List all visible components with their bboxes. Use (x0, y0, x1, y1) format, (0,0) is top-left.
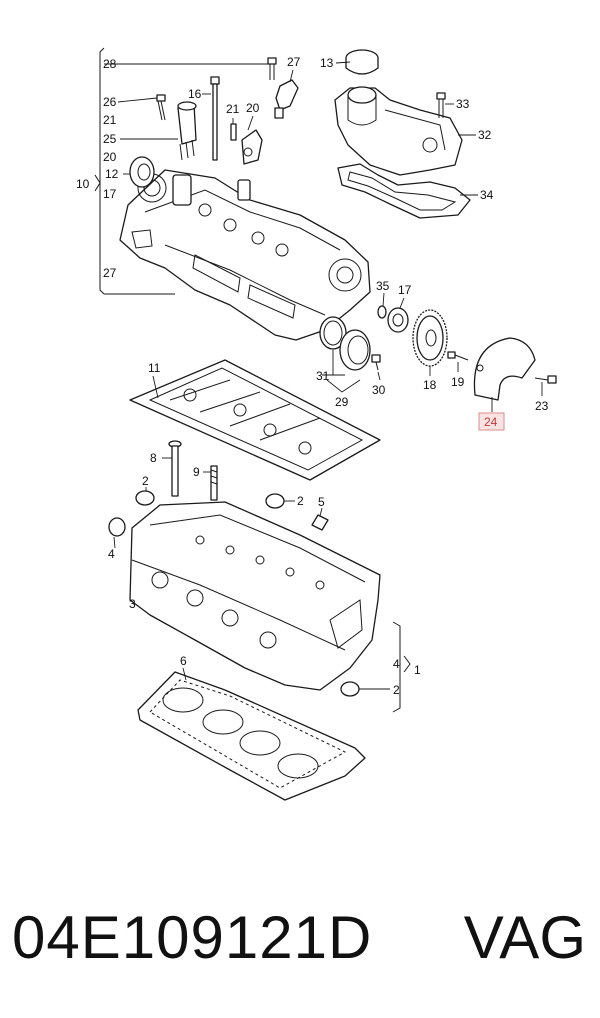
callout-29: 29 (335, 395, 349, 409)
bolt-30 (371, 354, 381, 371)
callout-4: 4 (393, 657, 400, 671)
pin-5 (311, 514, 329, 531)
plug-2-bottom (340, 681, 360, 697)
camshaft-sprocket-18 (412, 309, 448, 367)
callout-16: 16 (188, 87, 202, 101)
cylinder-head (129, 501, 381, 691)
sprocket-cover-24 (473, 337, 536, 401)
callout-13: 13 (320, 56, 334, 70)
oring-35 (377, 305, 387, 319)
plug-4-left (108, 517, 126, 537)
callout-28: 28 (103, 57, 117, 71)
callout-33: 33 (456, 97, 470, 111)
seal-ring-31 (319, 316, 347, 350)
callout-18: 18 (423, 378, 437, 392)
callout-2: 2 (142, 474, 149, 488)
callout-1: 1 (414, 663, 421, 677)
callout-27: 27 (103, 266, 117, 280)
breather-housing-32 (334, 86, 463, 176)
callout-23: 23 (535, 399, 549, 413)
bolt-28 (267, 57, 277, 80)
highlight-box-24 (478, 412, 505, 431)
callout-3: 3 (129, 597, 136, 611)
caption-bar: 04E109121D VAG (0, 898, 600, 978)
brand-name: VAG (463, 904, 586, 971)
plug-2-left (135, 490, 155, 506)
callout-6: 6 (180, 654, 187, 668)
callout-27: 27 (287, 55, 301, 69)
callout-17: 17 (398, 283, 412, 297)
callout-2: 2 (297, 494, 304, 508)
callout-26: 26 (103, 95, 117, 109)
group-bracket-1 (392, 621, 411, 713)
callout-20: 20 (246, 101, 260, 115)
bolt-33 (436, 92, 446, 118)
callout-12: 12 (105, 167, 119, 181)
callout-2: 2 (393, 683, 400, 697)
callout-10: 10 (76, 177, 90, 191)
callout-24-highlighted: 24 (484, 415, 498, 429)
bolt-23 (534, 375, 557, 384)
callout-21: 21 (103, 113, 117, 127)
oil-seal-12 (129, 156, 155, 188)
oil-seal-17 (387, 307, 409, 333)
callout-19: 19 (451, 375, 465, 389)
callout-32: 32 (478, 128, 492, 142)
camshaft-housing-assembly (119, 169, 371, 341)
callout-31: 31 (316, 369, 330, 383)
oil-filler-cap-13 (345, 49, 379, 75)
callout-30: 30 (372, 383, 386, 397)
stud-9 (210, 465, 218, 501)
temp-sensor-27 (274, 79, 299, 119)
exploded-parts-diagram: 28 26 21 25 20 12 10 17 27 16 21 20 27 1… (76, 47, 557, 801)
callout-5: 5 (318, 495, 325, 509)
callout-9: 9 (193, 465, 200, 479)
bolt-19 (447, 351, 469, 361)
cover-29 (339, 329, 371, 371)
callout-21: 21 (226, 102, 240, 116)
gasket-11 (129, 359, 381, 481)
hall-sender-21-20 (230, 123, 263, 165)
callout-11: 11 (148, 361, 161, 375)
callout-25: 25 (103, 132, 117, 146)
gasket-34 (337, 163, 471, 219)
part-number: 04E109121D (12, 904, 373, 971)
group-bracket-10 (94, 47, 270, 295)
plug-2-right (265, 493, 285, 509)
bolt-26 (156, 94, 166, 121)
callout-35: 35 (376, 279, 390, 293)
camshaft-adjuster-solenoid (177, 101, 197, 161)
callout-17: 17 (103, 187, 117, 201)
callout-4: 4 (108, 547, 115, 561)
callout-20: 20 (103, 150, 117, 164)
cylinder-head-bolt-8 (168, 440, 182, 497)
callout-34: 34 (480, 188, 494, 202)
leader-lines (113, 61, 543, 690)
callout-8: 8 (150, 451, 157, 465)
head-gasket-6 (137, 671, 366, 801)
callout-labels: 28 26 21 25 20 12 10 17 27 16 21 20 27 1… (76, 55, 549, 697)
bolt-16 (210, 76, 220, 161)
